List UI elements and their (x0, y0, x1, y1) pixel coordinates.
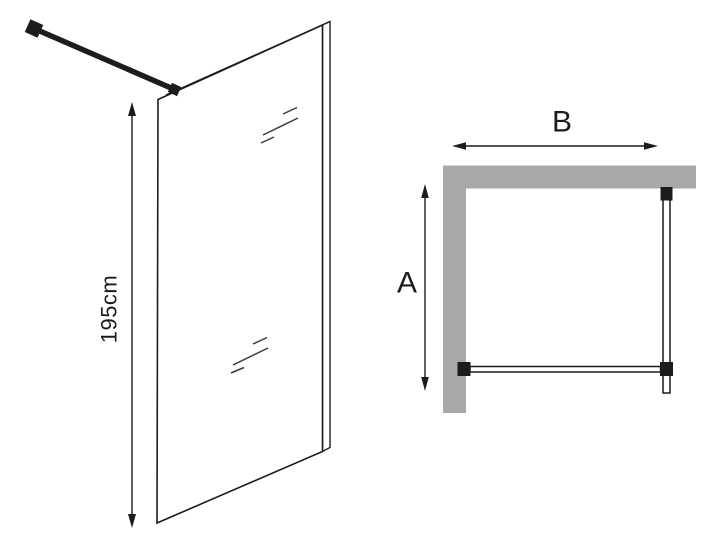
height-dimension-label: 195cm (97, 275, 122, 344)
depth-dimension-label: A (397, 267, 417, 300)
arrow-down-icon (128, 514, 136, 528)
top-wall (443, 165, 696, 189)
reflection-stroke (260, 136, 275, 144)
width-dimension: B (452, 106, 658, 150)
plan-view: B A (397, 106, 696, 413)
glass-wall-bracket-plan (660, 187, 673, 201)
perspective-view: 195cm (24, 19, 331, 528)
support-bar-glass-bracket (167, 82, 182, 97)
support-bar-plan (469, 365, 662, 373)
support-bar-wall-bracket (24, 19, 44, 38)
support-bar-glass-bracket-plan (660, 362, 673, 376)
arrow-up-icon (128, 102, 136, 116)
reflection-stroke (282, 106, 298, 115)
glass-reflection-lower (230, 336, 269, 374)
side-wall (443, 165, 466, 413)
glass-reflection-upper (260, 106, 299, 144)
arrow-right-icon (644, 142, 658, 150)
depth-dimension: A (397, 184, 429, 391)
height-dimension: 195cm (97, 102, 136, 528)
width-dimension-label: B (552, 106, 572, 139)
support-bar (32, 25, 176, 93)
arrow-down-icon (421, 377, 429, 391)
glass-front-face (156, 23, 324, 525)
arrow-left-icon (452, 142, 466, 150)
reflection-stroke (252, 336, 268, 345)
glass-side-face (321, 20, 331, 453)
support-bar-wall-bracket-plan (457, 362, 471, 376)
reflection-stroke (262, 117, 299, 136)
reflection-stroke (232, 347, 269, 366)
arrow-up-icon (421, 184, 429, 198)
reflection-stroke (230, 366, 245, 374)
